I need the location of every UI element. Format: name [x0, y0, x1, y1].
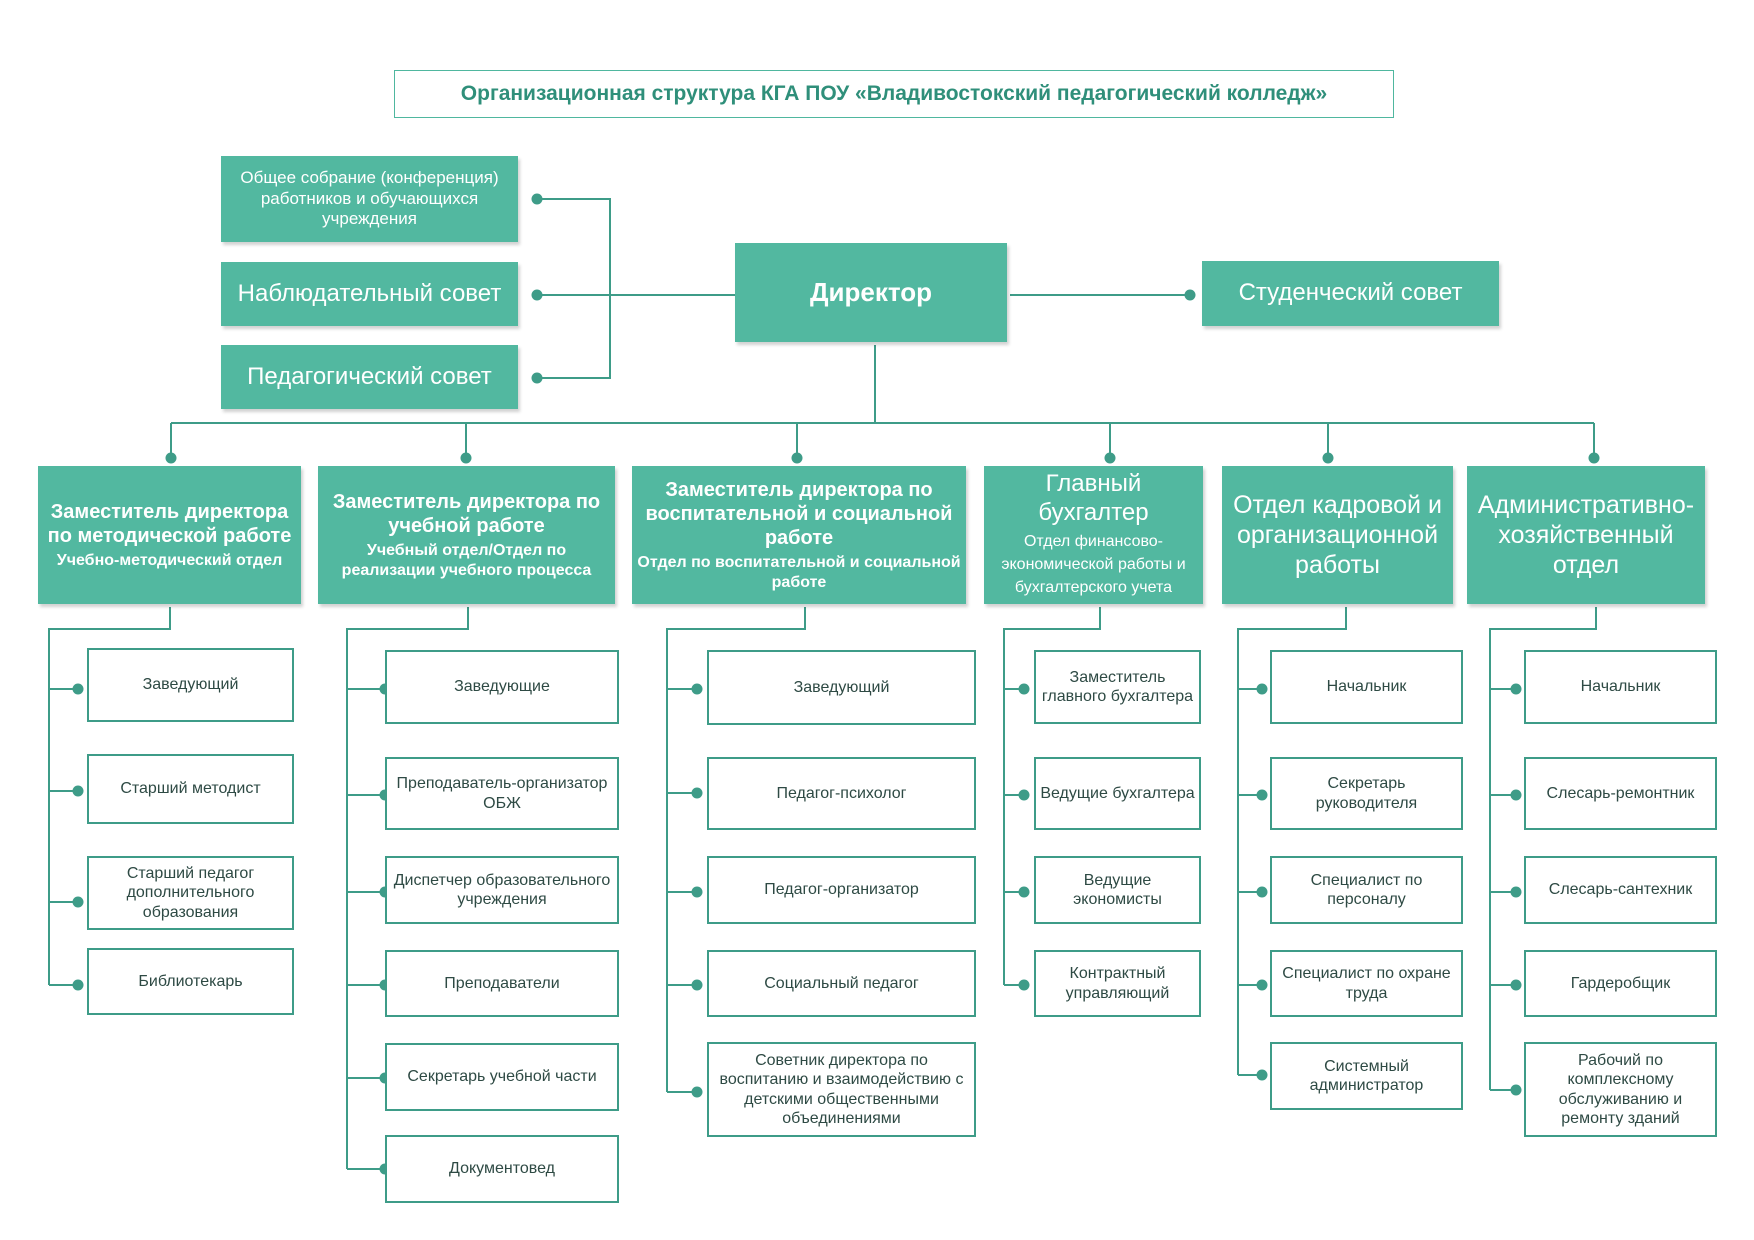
- staff-box: Заведующий: [707, 650, 976, 725]
- header-title: Главный бухгалтер: [1038, 470, 1149, 527]
- staff-box: Социальный педагог: [707, 950, 976, 1017]
- staff-box: Заведующие: [385, 650, 619, 724]
- header-deputy-educational: Заместитель директора по воспитательной …: [632, 466, 966, 604]
- staff-box: Диспетчер образовательного учреждения: [385, 856, 619, 924]
- staff-box: Документовед: [385, 1135, 619, 1203]
- header-deputy-methodical: Заместитель директора по методической ра…: [38, 466, 301, 604]
- header-hr-department: Отдел кадровой и организационной работы: [1222, 466, 1453, 604]
- staff-box: Секретарь учебной части: [385, 1043, 619, 1111]
- header-title: Отдел кадровой и организационной работы: [1233, 491, 1442, 579]
- general-meeting-box: Общее собрание (конференция) работников …: [221, 156, 518, 242]
- staff-box: Слесарь-ремонтник: [1524, 757, 1717, 830]
- staff-box: Гардеробщик: [1524, 950, 1717, 1017]
- header-title: Заместитель директора по учебной работе: [332, 491, 601, 538]
- staff-box: Системный администратор: [1270, 1042, 1463, 1110]
- header-deputy-academic: Заместитель директора по учебной работе …: [318, 466, 615, 604]
- staff-box: Педагог-организатор: [707, 856, 976, 924]
- staff-box: Слесарь-сантехник: [1524, 856, 1717, 924]
- header-subtitle: Отдел по воспитательной и социальной раб…: [637, 554, 961, 591]
- staff-box: Секретарь руководителя: [1270, 757, 1463, 830]
- header-admin-department: Административно-хозяйственный отдел: [1467, 466, 1705, 604]
- supervisory-board-box: Наблюдательный совет: [221, 262, 518, 326]
- staff-box: Преподаватели: [385, 950, 619, 1017]
- staff-box: Библиотекарь: [87, 948, 294, 1015]
- header-subtitle: Отдел финансово-экономической работы и б…: [1001, 533, 1186, 597]
- staff-box: Педагог-психолог: [707, 757, 976, 830]
- staff-box: Специалист по охране труда: [1270, 950, 1463, 1017]
- staff-box: Старший педагог дополнительного образова…: [87, 856, 294, 930]
- staff-box: Начальник: [1270, 650, 1463, 724]
- staff-box: Рабочий по комплексному обслуживанию и р…: [1524, 1042, 1717, 1137]
- header-subtitle: Учебный отдел/Отдел по реализации учебно…: [341, 542, 592, 579]
- header-subtitle: Учебно-методический отдел: [56, 551, 283, 569]
- page-title: Организационная структура КГА ПОУ «Влади…: [394, 70, 1394, 118]
- header-title: Заместитель директора по методической ра…: [47, 500, 292, 547]
- staff-box: Ведущие бухгалтера: [1034, 757, 1201, 830]
- staff-box: Заведующий: [87, 648, 294, 722]
- staff-box: Советник директора по воспитанию и взаим…: [707, 1042, 976, 1137]
- pedagogical-council-box: Педагогический совет: [221, 345, 518, 409]
- staff-box: Контрактный управляющий: [1034, 950, 1201, 1017]
- staff-box: Преподаватель-организатор ОБЖ: [385, 757, 619, 830]
- student-council-box: Студенческий совет: [1202, 261, 1499, 326]
- staff-box: Специалист по персоналу: [1270, 856, 1463, 924]
- header-title: Административно-хозяйственный отдел: [1477, 491, 1695, 579]
- staff-box: Старший методист: [87, 754, 294, 824]
- staff-box: Начальник: [1524, 650, 1717, 724]
- director-box: Директор: [735, 243, 1007, 342]
- header-title: Заместитель директора по воспитательной …: [645, 479, 953, 550]
- header-chief-accountant: Главный бухгалтер Отдел финансово-эконом…: [984, 466, 1203, 604]
- staff-box: Ведущие экономисты: [1034, 856, 1201, 924]
- staff-box: Заместитель главного бухгалтера: [1034, 650, 1201, 724]
